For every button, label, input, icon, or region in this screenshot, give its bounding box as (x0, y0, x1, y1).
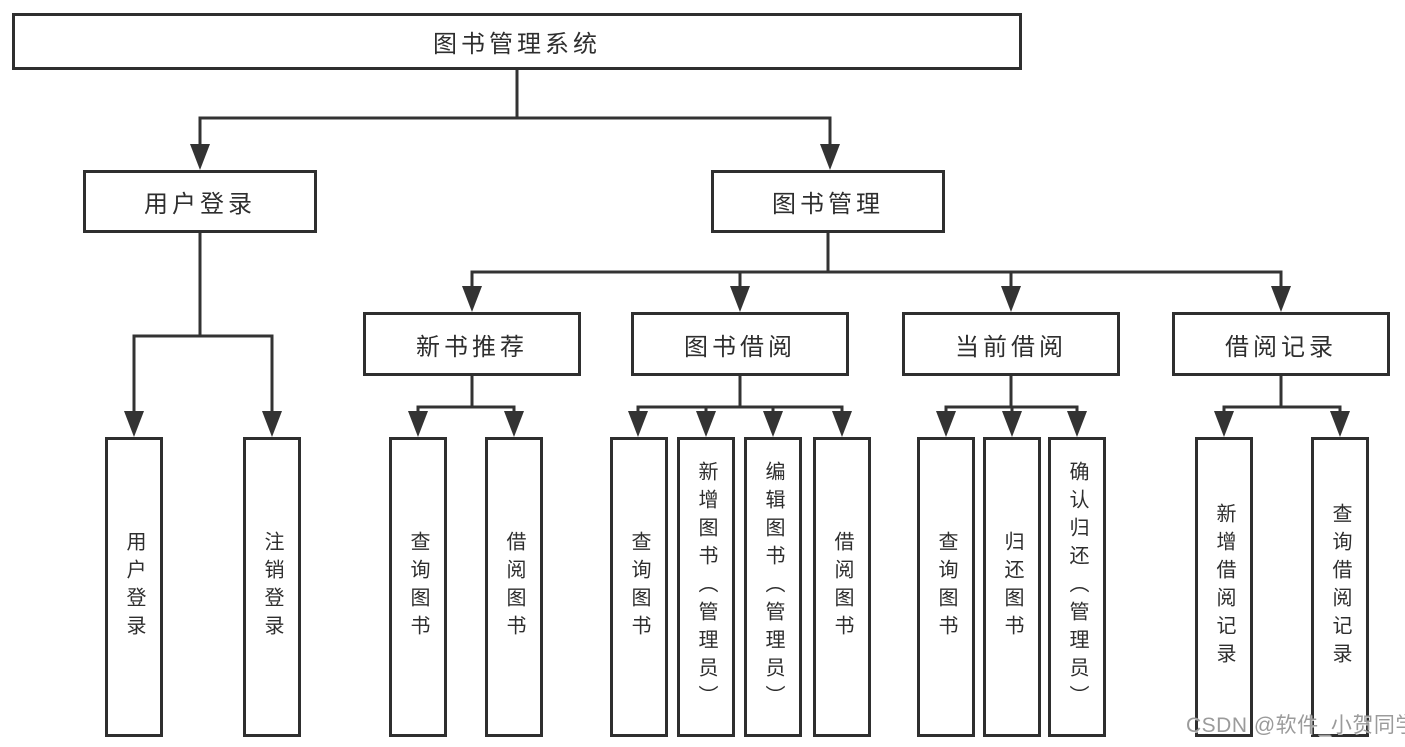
leaf-label: 用户登录 (123, 531, 145, 643)
leaf-label: 借阅图书 (503, 531, 525, 643)
leaf-borrow-books-borrowing: 借阅图书 (813, 437, 871, 737)
node-library-system: 图书管理系统 (12, 13, 1022, 70)
leaf-return-books: 归还图书 (983, 437, 1041, 737)
node-label: 图书借阅 (684, 333, 796, 361)
leaf-query-books-recommend: 查询图书 (389, 437, 447, 737)
node-current-borrowing: 当前借阅 (902, 312, 1120, 376)
node-label: 借阅记录 (1225, 333, 1337, 361)
leaf-label: 新增图书（管理员） (695, 461, 717, 713)
leaf-user-login: 用户登录 (105, 437, 163, 737)
leaf-add-books-admin: 新增图书（管理员） (677, 437, 735, 737)
node-label: 当前借阅 (955, 333, 1067, 361)
arrowheads (124, 144, 1350, 437)
node-book-borrowing: 图书借阅 (631, 312, 849, 376)
leaf-label: 归还图书 (1001, 531, 1023, 643)
node-borrowing-records: 借阅记录 (1172, 312, 1390, 376)
leaf-label: 查询图书 (935, 531, 957, 643)
node-label: 新书推荐 (416, 333, 528, 361)
leaf-borrow-books-recommend: 借阅图书 (485, 437, 543, 737)
leaf-logout: 注销登录 (243, 437, 301, 737)
leaf-confirm-return-admin: 确认归还（管理员） (1048, 437, 1106, 737)
leaf-label: 查询借阅记录 (1329, 503, 1351, 671)
leaf-label: 借阅图书 (831, 531, 853, 643)
leaf-label: 编辑图书（管理员） (762, 461, 784, 713)
csdn-watermark: CSDN @软件_小贺同学 (1186, 714, 1405, 737)
node-user-login: 用户登录 (83, 170, 317, 233)
leaf-query-books-current: 查询图书 (917, 437, 975, 737)
node-label: 图书管理系统 (433, 31, 601, 58)
leaf-label: 确认归还（管理员） (1066, 461, 1088, 713)
leaf-edit-books-admin: 编辑图书（管理员） (744, 437, 802, 737)
node-book-management: 图书管理 (711, 170, 945, 233)
leaf-label: 注销登录 (261, 531, 283, 643)
node-new-book-recommendation: 新书推荐 (363, 312, 581, 376)
leaf-label: 新增借阅记录 (1213, 503, 1235, 671)
leaf-label: 查询图书 (628, 531, 650, 643)
node-label: 图书管理 (772, 191, 884, 218)
leaf-label: 查询图书 (407, 531, 429, 643)
leaf-query-borrow-record: 查询借阅记录 (1311, 437, 1369, 737)
leaf-query-books-borrowing: 查询图书 (610, 437, 668, 737)
leaf-add-borrow-record: 新增借阅记录 (1195, 437, 1253, 737)
node-label: 用户登录 (144, 191, 256, 218)
